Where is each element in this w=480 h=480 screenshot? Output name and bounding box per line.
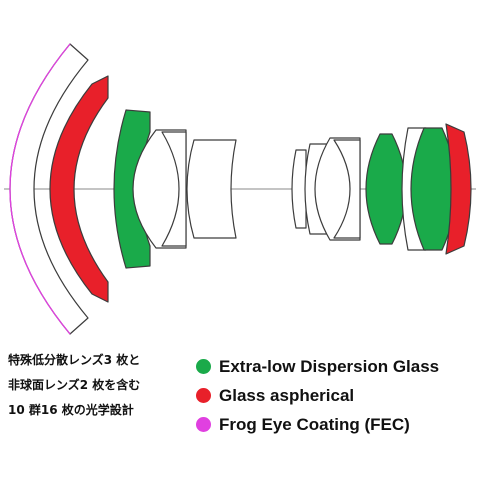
legend-label: Frog Eye Coating (FEC) [219,414,410,434]
frog-eye-coating-layer [9,43,71,335]
lens-element-aspherical-rear [445,123,472,255]
lens-element-ed-2 [365,133,407,245]
lens-element-8 [291,149,307,229]
lens-element-7 [186,139,237,239]
lens-element-5 [132,129,187,249]
lens-element-6 [161,131,187,247]
note-line: 特殊低分散レンズ3 枚と [8,353,141,367]
note-line: 10 群16 枚の光学設計 [8,403,134,417]
magenta-dot-icon [196,417,211,432]
legend-item-ed-glass: Extra-low Dispersion Glass [196,352,439,381]
green-dot-icon [196,359,211,374]
legend-item-fec: Frog Eye Coating (FEC) [196,410,439,439]
lens-construction-note: 特殊低分散レンズ3 枚と 非球面レンズ2 枚を含む 10 群16 枚の光学設計 [8,348,140,423]
lens-element-aspherical-front [49,75,109,303]
legend-label: Glass aspherical [219,385,355,405]
legend-item-aspherical: Glass aspherical [196,381,439,410]
red-dot-icon [196,388,211,403]
lens-element-11 [333,139,361,239]
note-line: 非球面レンズ2 枚を含む [8,378,141,392]
legend: Extra-low Dispersion Glass Glass aspheri… [196,352,439,439]
legend-label: Extra-low Dispersion Glass [219,356,440,376]
